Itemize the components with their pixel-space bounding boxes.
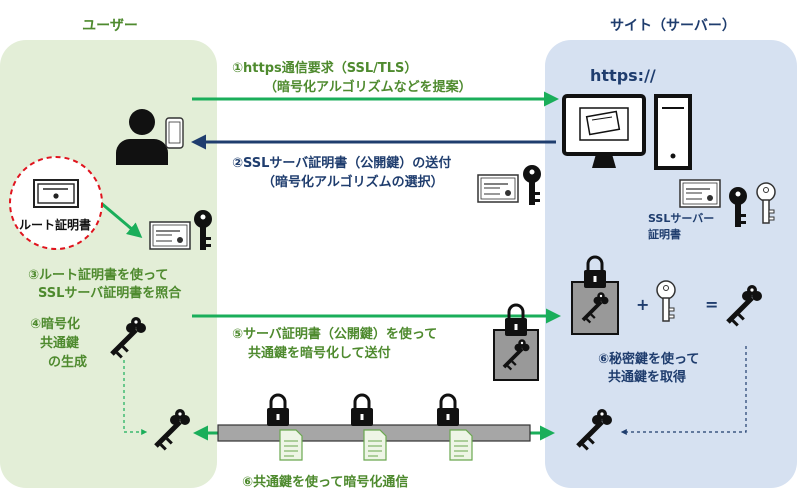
channel-lock-2-icon [349, 393, 375, 428]
received-public-key-icon [194, 210, 212, 250]
channel-doc-3-icon [449, 429, 473, 461]
step7-label: ⑥共通鍵を使って暗号化通信 [242, 475, 409, 490]
user-key-dashed-arrow [123, 360, 148, 435]
server-private-key-2-icon [656, 280, 676, 322]
step4-label-line3: の生成 [48, 355, 88, 370]
user-header: ユーザー [82, 18, 138, 34]
site-header: サイト（サーバー） [610, 18, 736, 34]
step4-label-line2: 共通鍵 [40, 336, 80, 351]
server-cert-label-line1: SSLサーバー [648, 212, 715, 225]
step3-label-line1: ③ルート証明書を使って [28, 268, 169, 283]
root-cert-label: ルート証明書 [19, 218, 92, 232]
user-common-key-icon [110, 317, 146, 359]
step4-label-line1: ④暗号化 [30, 317, 81, 332]
plus-sign: + [636, 295, 650, 314]
root-cert-icon [33, 179, 79, 208]
encrypted-key-bag-icon [493, 303, 539, 381]
equals-sign: = [705, 295, 719, 314]
step6-label-line2: 共通鍵を取得 [608, 370, 687, 385]
site-url: https:// [590, 66, 656, 85]
step6-label-line1: ⑥秘密鍵を使って [598, 352, 700, 367]
channel-doc-1-icon [279, 429, 303, 461]
received-cert-icon [149, 221, 191, 250]
sent-public-key-icon [523, 165, 541, 205]
server-cert-label-line2: 証明書 [648, 228, 681, 241]
step2-label-line2: （暗号化アルゴリズムの選択） [262, 175, 444, 190]
step1-label-line2: （暗号化アルゴリズムなどを提案） [264, 80, 472, 95]
step5-label-line2: 共通鍵を暗号化して送付 [248, 346, 391, 361]
smartphone-icon [165, 117, 184, 149]
server-session-key-icon [576, 409, 612, 451]
channel-lock-3-icon [435, 393, 461, 428]
step2-label-line1: ②SSLサーバ証明書（公開鍵）の送付 [232, 156, 452, 171]
server-encrypted-bag-icon [571, 255, 619, 335]
step3-label-line2: SSLサーバ証明書を照合 [38, 286, 182, 301]
user-icon [116, 109, 168, 165]
server-public-key-icon [729, 187, 747, 227]
step1-label-line1: ①https通信要求（SSL/TLS） [232, 61, 418, 76]
user-session-key-icon [154, 409, 190, 451]
sent-cert-icon [477, 174, 519, 203]
channel-doc-2-icon [363, 429, 387, 461]
server-private-key-icon [756, 182, 776, 224]
server-key-dashed-arrow [620, 346, 747, 435]
server-cert-icon [679, 179, 721, 208]
server-tower-icon [654, 94, 692, 170]
server-common-key-icon [726, 285, 762, 327]
channel-lock-1-icon [265, 393, 291, 428]
step5-label-line1: ⑤サーバ証明書（公開鍵）を使って [232, 327, 438, 342]
server-monitor-icon [562, 94, 646, 168]
